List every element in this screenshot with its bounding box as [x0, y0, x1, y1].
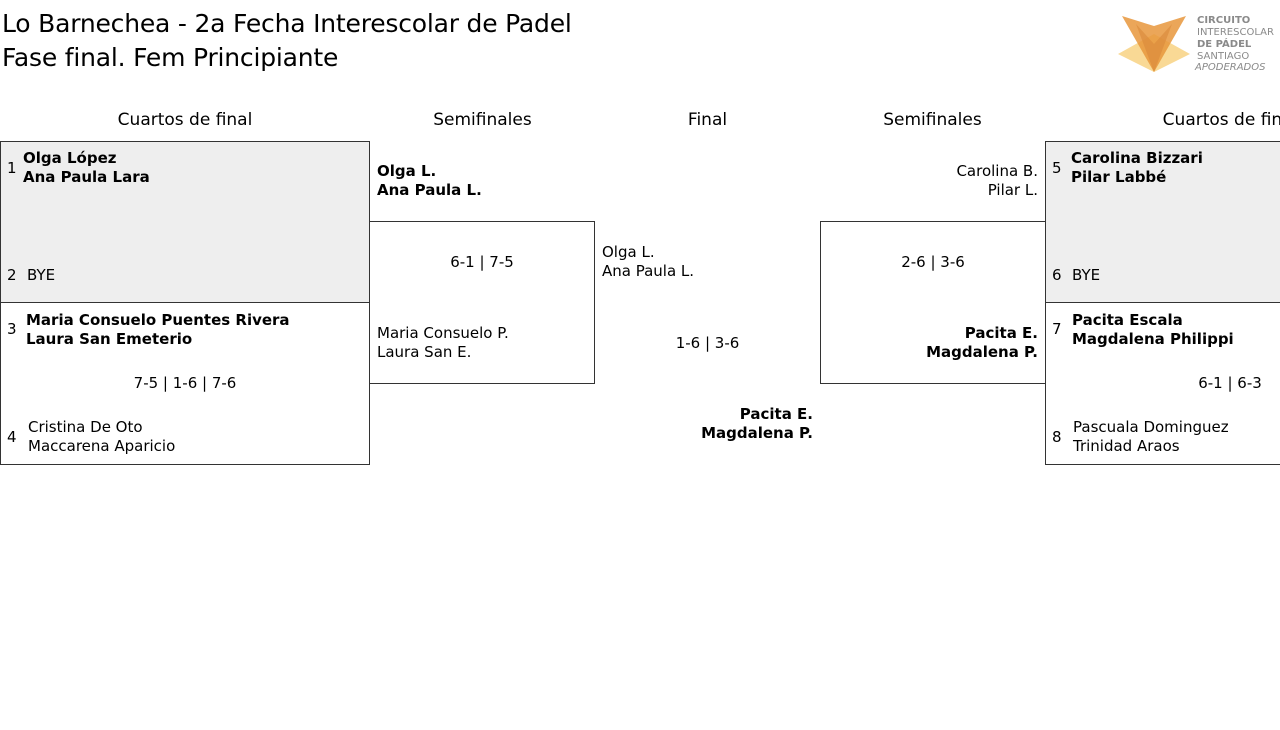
bye-label: BYE — [27, 266, 56, 284]
player-name: Carolina Bizzari — [1071, 149, 1203, 167]
seed-number: 8 — [1052, 428, 1062, 446]
fox-logo-icon — [1118, 16, 1190, 72]
bye-label: BYE — [1072, 266, 1101, 284]
player-name: Olga L. — [602, 243, 655, 261]
match-score: 7-5 | 1-6 | 7-6 — [133, 374, 237, 392]
player-name: Pilar L. — [987, 181, 1038, 199]
player-name: Olga L. — [377, 162, 437, 180]
match-box-qf1 — [0, 141, 370, 303]
player-name: Trinidad Araos — [1073, 437, 1180, 455]
logo-line-1: CIRCUITO — [1197, 15, 1251, 26]
page-subtitle: Fase final. Fem Principiante — [2, 43, 339, 72]
player-name: Maria Consuelo P. — [377, 324, 509, 342]
logo-line-3: DE PÁDEL — [1197, 39, 1252, 50]
match-box-qf3 — [1045, 141, 1280, 303]
player-name: Maccarena Aparicio — [28, 437, 176, 455]
player-name: Ana Paula Lara — [23, 168, 150, 186]
player-name: Maria Consuelo Puentes Rivera — [26, 311, 290, 329]
match-score: 1-6 | 3-6 — [675, 334, 740, 352]
seed-number: 3 — [7, 320, 17, 338]
player-name: Pascuala Dominguez — [1073, 418, 1229, 436]
player-name: Ana Paula L. — [377, 181, 482, 199]
round-label-qf-left: Cuartos de final — [117, 110, 253, 130]
circuit-logo: CIRCUITO INTERESCOLAR DE PÁDEL SANTIAGO … — [1118, 14, 1280, 76]
logo-line-5: APODERADOS — [1195, 62, 1266, 73]
player-name: Ana Paula L. — [602, 262, 695, 280]
seed-number: 5 — [1052, 159, 1062, 177]
player-name: Carolina B. — [956, 162, 1038, 180]
round-label-final: Final — [687, 110, 728, 130]
player-name: Olga López — [23, 149, 117, 167]
match-score: 6-1 | 7-5 — [450, 253, 514, 271]
seed-number: 7 — [1052, 320, 1062, 338]
page-title: Lo Barnechea - 2a Fecha Interescolar de … — [2, 9, 572, 38]
seed-number: 6 — [1052, 266, 1062, 284]
match-box-sf-left — [369, 221, 595, 384]
player-name: Cristina De Oto — [28, 418, 143, 436]
seed-number: 1 — [7, 159, 17, 177]
round-label-qf-right: Cuartos de final — [1162, 110, 1280, 130]
player-name: Pacita E. — [964, 324, 1038, 342]
seed-number: 4 — [7, 428, 17, 446]
player-name: Pacita E. — [739, 405, 813, 423]
player-name: Magdalena Philippi — [1072, 330, 1234, 348]
logo-line-2: INTERESCOLAR — [1197, 27, 1274, 38]
logo-line-4: SANTIAGO — [1197, 51, 1250, 62]
player-name: Pilar Labbé — [1071, 168, 1167, 186]
round-label-sf-right: Semifinales — [883, 110, 982, 130]
player-name: Magdalena P. — [926, 343, 1038, 361]
player-name: Pacita Escala — [1072, 311, 1183, 329]
player-name: Magdalena P. — [701, 424, 813, 442]
player-name: Laura San E. — [377, 343, 472, 361]
match-box-qf4 — [1045, 302, 1280, 465]
match-score: 6-1 | 6-3 — [1198, 374, 1262, 392]
player-name: Laura San Emeterio — [26, 330, 193, 348]
match-score: 2-6 | 3-6 — [901, 253, 965, 271]
seed-number: 2 — [7, 266, 17, 284]
round-label-sf-left: Semifinales — [433, 110, 532, 130]
